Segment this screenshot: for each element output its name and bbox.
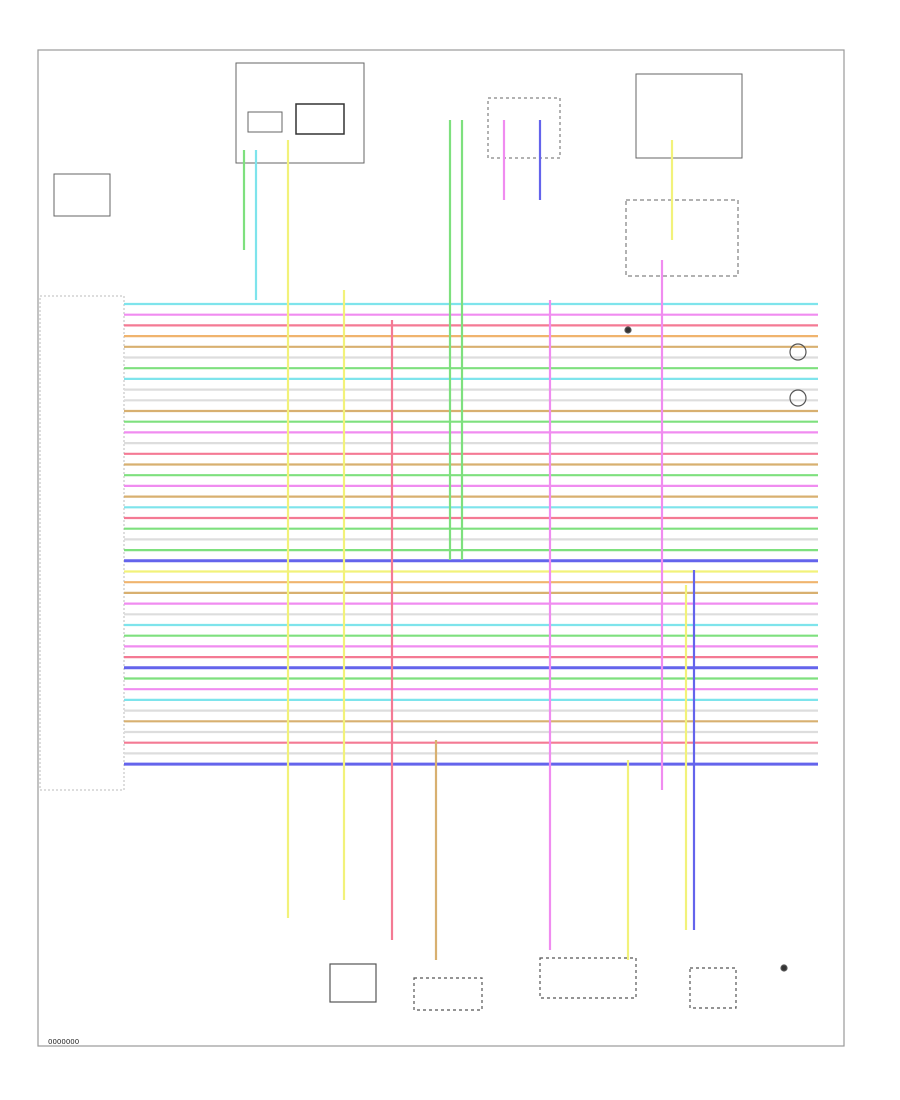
control-unit-box xyxy=(39,295,125,791)
ground-symbol-right xyxy=(780,964,788,972)
diagram-code: 0000000 xyxy=(48,1038,79,1046)
top-left-sensor-box xyxy=(247,111,283,133)
bottom-motor-box xyxy=(329,963,377,1003)
top-left-relay-box xyxy=(295,103,345,135)
bottom-switch-box xyxy=(689,967,737,1009)
right-relay-box xyxy=(625,199,739,277)
lamp-symbol-lower xyxy=(789,389,807,407)
vertical-wire-group xyxy=(242,120,696,960)
top-components xyxy=(39,62,743,791)
bottom-components xyxy=(329,326,807,1011)
top-left-module-box xyxy=(235,62,365,164)
top-right-module-box xyxy=(635,73,743,159)
diagram-frame xyxy=(37,49,845,1047)
bottom-sensor-box xyxy=(413,977,483,1011)
wire-harness xyxy=(124,302,818,766)
lamp-symbol-upper xyxy=(789,343,807,361)
left-connector-box xyxy=(53,173,111,217)
bottom-camera-box xyxy=(539,957,637,999)
ground-symbol-top xyxy=(624,326,632,334)
top-center-switch-box xyxy=(487,97,561,159)
